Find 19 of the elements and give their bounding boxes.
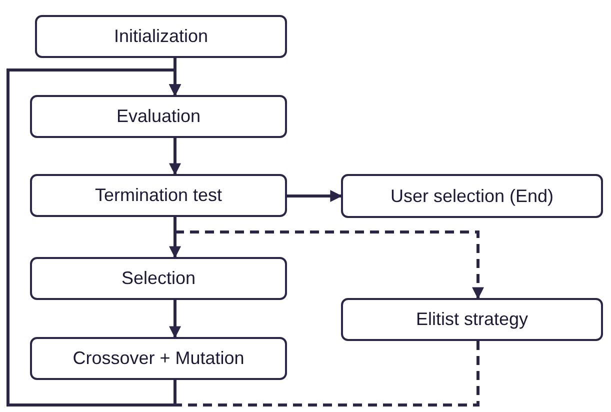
process-box	[35, 15, 287, 58]
process-box	[30, 337, 287, 380]
arrow	[169, 300, 181, 338]
box-label: Elitist strategy	[416, 309, 528, 330]
process-box	[341, 174, 603, 218]
arrow	[6, 68, 480, 406]
arrow	[174, 217, 484, 300]
process-box	[30, 95, 287, 138]
box-label: Selection	[121, 268, 196, 289]
process-box	[30, 257, 287, 300]
box-label: Evaluation	[116, 106, 201, 127]
arrow	[287, 190, 342, 202]
box-label: User selection (End)	[390, 186, 554, 206]
arrow	[169, 138, 181, 176]
box-label: Initialization	[114, 26, 208, 47]
process-box	[30, 174, 287, 217]
box-label: Crossover + Mutation	[72, 348, 244, 369]
process-box	[341, 298, 603, 341]
box-label: Termination test	[94, 185, 222, 206]
